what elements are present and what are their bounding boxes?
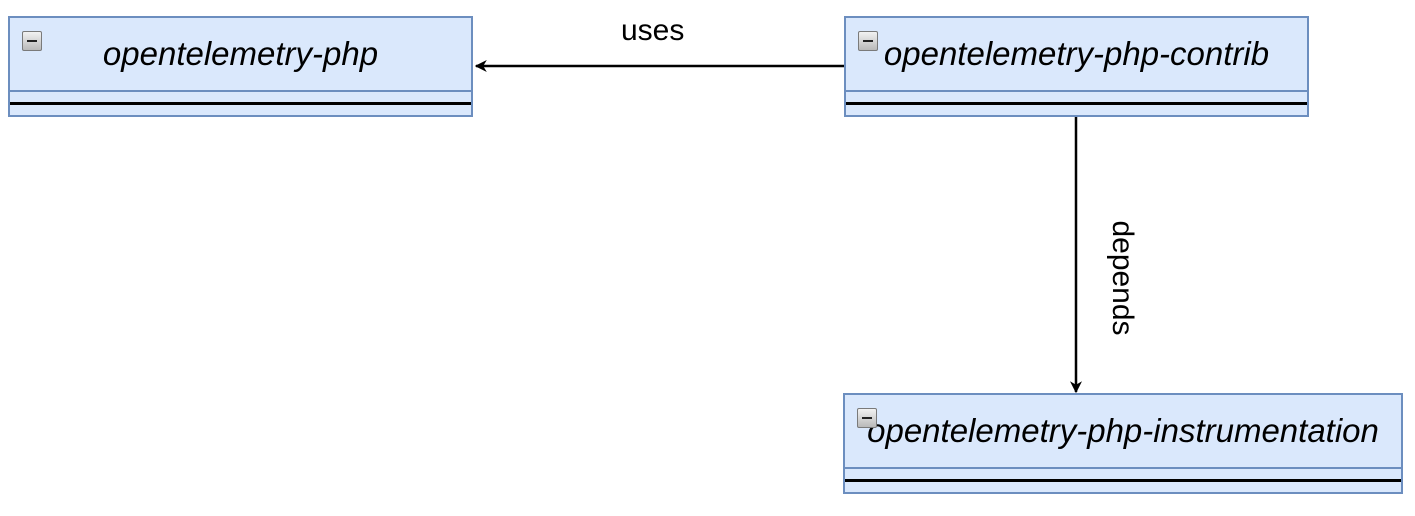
class-divider <box>845 479 1401 482</box>
class-header: opentelemetry-php-instrumentation <box>845 395 1401 469</box>
class-opentelemetry-php-instrumentation[interactable]: opentelemetry-php-instrumentation <box>843 393 1403 494</box>
class-name: opentelemetry-php-instrumentation <box>867 412 1379 449</box>
edge-label-uses: uses <box>621 14 685 47</box>
class-opentelemetry-php[interactable]: opentelemetry-php <box>8 16 473 117</box>
class-name: opentelemetry-php <box>102 35 379 72</box>
class-header: opentelemetry-php <box>10 18 471 92</box>
class-name: opentelemetry-php-contrib <box>883 35 1270 72</box>
class-divider <box>846 102 1307 105</box>
class-header: opentelemetry-php-contrib <box>846 18 1307 92</box>
collapse-icon[interactable] <box>858 31 878 51</box>
class-divider <box>10 102 471 105</box>
collapse-icon[interactable] <box>22 31 42 51</box>
collapse-icon[interactable] <box>857 408 877 428</box>
class-opentelemetry-php-contrib[interactable]: opentelemetry-php-contrib <box>844 16 1309 117</box>
edge-label-depends: depends <box>1106 220 1139 336</box>
